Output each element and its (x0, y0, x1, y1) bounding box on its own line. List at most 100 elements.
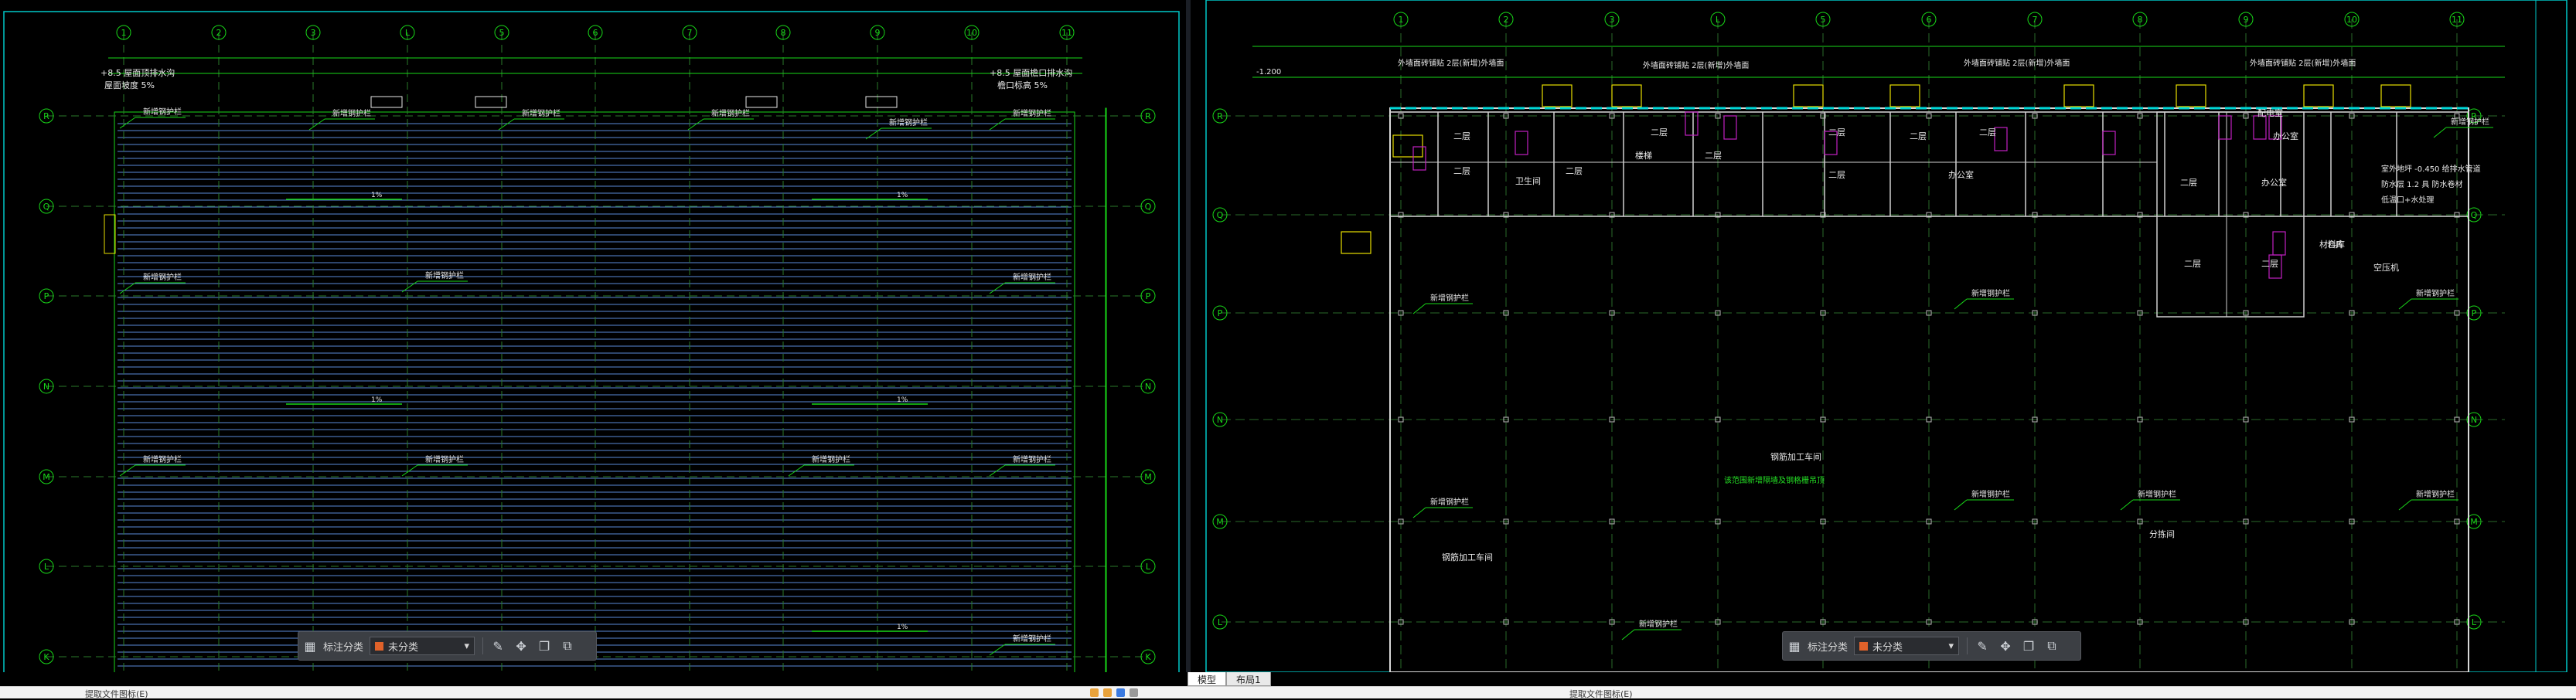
column-bubble-3-label: 3 (1610, 15, 1615, 25)
column-mark (1715, 113, 1721, 119)
callout-text: 新增钢护栏 (1639, 619, 1678, 629)
column-mark (2032, 212, 2038, 218)
warning-icon[interactable] (1090, 688, 1099, 697)
row-bubble-left-P-label: P (1218, 308, 1223, 318)
callout-text: 新增钢护栏 (2451, 117, 2489, 127)
row-bubble-left-Q-label: Q (1217, 210, 1224, 220)
column-mark (2349, 518, 2355, 525)
column-bubble-9 (870, 25, 885, 40)
column-mark (1609, 619, 1615, 625)
callout-text: 新增钢护栏 (425, 454, 464, 464)
category-select[interactable]: 未分类 ▾ (370, 637, 475, 655)
callout-text: 新增钢护栏 (143, 454, 182, 464)
column-bubble-10 (2344, 12, 2360, 27)
stair-icon (2176, 84, 2206, 107)
row-bubble-right-M-label: M (2470, 517, 2478, 527)
copy-icon[interactable]: ❐ (2022, 638, 2035, 654)
annotation-text: +8.5 屋面檐口排水沟 (990, 67, 1072, 78)
callout-text: 新增钢护栏 (1013, 108, 1051, 118)
column-bubble-7 (2027, 12, 2043, 27)
category-label: 标注分类 (1808, 641, 1849, 654)
column-mark (2032, 518, 2038, 525)
row-bubble-left-N (1212, 412, 1228, 427)
column-mark (2243, 619, 2249, 625)
tab-model[interactable]: 模型 (1187, 672, 1227, 686)
office-block (1389, 111, 2469, 217)
leader-line (401, 280, 418, 293)
grid-icon[interactable]: ▦ (1788, 638, 1801, 654)
leader-line (788, 464, 805, 477)
category-select-value: 未分类 (1872, 641, 1903, 654)
pane-divider[interactable] (1186, 0, 1191, 672)
column-mark (2349, 619, 2355, 625)
column-bubble-9-label: 9 (875, 28, 881, 38)
callout-text: 新增钢护栏 (332, 108, 371, 118)
column-bubble-2 (211, 25, 227, 40)
category-select[interactable]: 未分类 ▾ (1854, 637, 1960, 655)
column-mark (2137, 619, 2143, 625)
paste-icon[interactable]: ⧉ (2047, 638, 2056, 653)
callout-text: 新增钢护栏 (1013, 454, 1051, 464)
note-block-text: 室外地坪 -0.450 给排水管道 (2381, 164, 2481, 174)
row-bubble-left-Q (39, 199, 54, 214)
column-mark (1503, 212, 1509, 218)
row-bubble-left-L-label: L (1218, 617, 1223, 627)
top-note-text: 外墙面砖铺贴 2层(新增)外墙面 (1964, 58, 2070, 68)
edit-icon[interactable]: ✎ (492, 638, 503, 654)
column-bubble-9-label: 9 (2244, 15, 2249, 25)
leader-line (2398, 499, 2412, 511)
leader-line (119, 117, 136, 129)
column-bubble-L (1710, 12, 1726, 27)
stair-icon (2063, 84, 2094, 107)
room-label: 二层 (1566, 166, 1583, 176)
callout-text: 新增钢护栏 (812, 454, 850, 464)
info-icon[interactable] (1116, 688, 1125, 697)
column-mark (2137, 113, 2143, 119)
annotation-toolbar-right: ▦ 标注分类 未分类 ▾ ✎ ✥ ❐ ⧉ (1782, 631, 2081, 661)
leader-line (989, 282, 1006, 294)
grid-icon[interactable]: ▦ (304, 638, 316, 654)
edit-icon[interactable]: ✎ (1977, 638, 1988, 654)
move-icon[interactable]: ✥ (516, 638, 526, 654)
roof-outline (114, 111, 1075, 672)
callout-text: 新增钢护栏 (2416, 489, 2455, 499)
copy-icon[interactable]: ❐ (538, 638, 550, 654)
row-bubble-left-R-label: R (43, 111, 49, 121)
row-bubble-right-P (1140, 288, 1156, 304)
settings-icon[interactable] (1130, 688, 1138, 697)
column-bubble-5 (494, 25, 509, 40)
move-icon[interactable]: ✥ (2000, 638, 2011, 654)
column-mark (2454, 212, 2460, 218)
column-bubble-L-label: L (405, 28, 411, 38)
callout-text: 新增钢护栏 (1971, 288, 2010, 298)
color-swatch-icon (375, 641, 384, 651)
exterior-wall (1389, 107, 2469, 672)
column-bubble-1 (1393, 12, 1409, 27)
sanitary-fixture (1515, 131, 1528, 155)
tab-layout1[interactable]: 布局1 (1226, 672, 1271, 686)
row-bubble-left-R-label: R (1217, 111, 1223, 121)
row-bubble-right-K (1140, 649, 1156, 664)
column-bubble-6 (1921, 12, 1937, 27)
sheet-frame (3, 11, 1180, 672)
room-label: 二层 (2184, 259, 2201, 269)
leader-line (989, 118, 1006, 131)
sanitary-fixture (2102, 131, 2116, 155)
column-mark (2243, 518, 2249, 525)
leader-line (2398, 298, 2412, 310)
column-mark (1820, 113, 1826, 119)
leader-line (401, 464, 418, 477)
column-mark (1820, 619, 1826, 625)
area-label: 分拣间 (2149, 528, 2175, 539)
column-bubble-2-label: 2 (216, 28, 222, 38)
paste-icon[interactable]: ⧉ (563, 638, 572, 653)
room-label: 二层 (1910, 131, 1927, 141)
warning-icon[interactable] (1103, 688, 1112, 697)
slope-mark-text: 1% (897, 396, 908, 404)
column-mark (2349, 113, 2355, 119)
row-bubble-right-M (2466, 514, 2482, 529)
